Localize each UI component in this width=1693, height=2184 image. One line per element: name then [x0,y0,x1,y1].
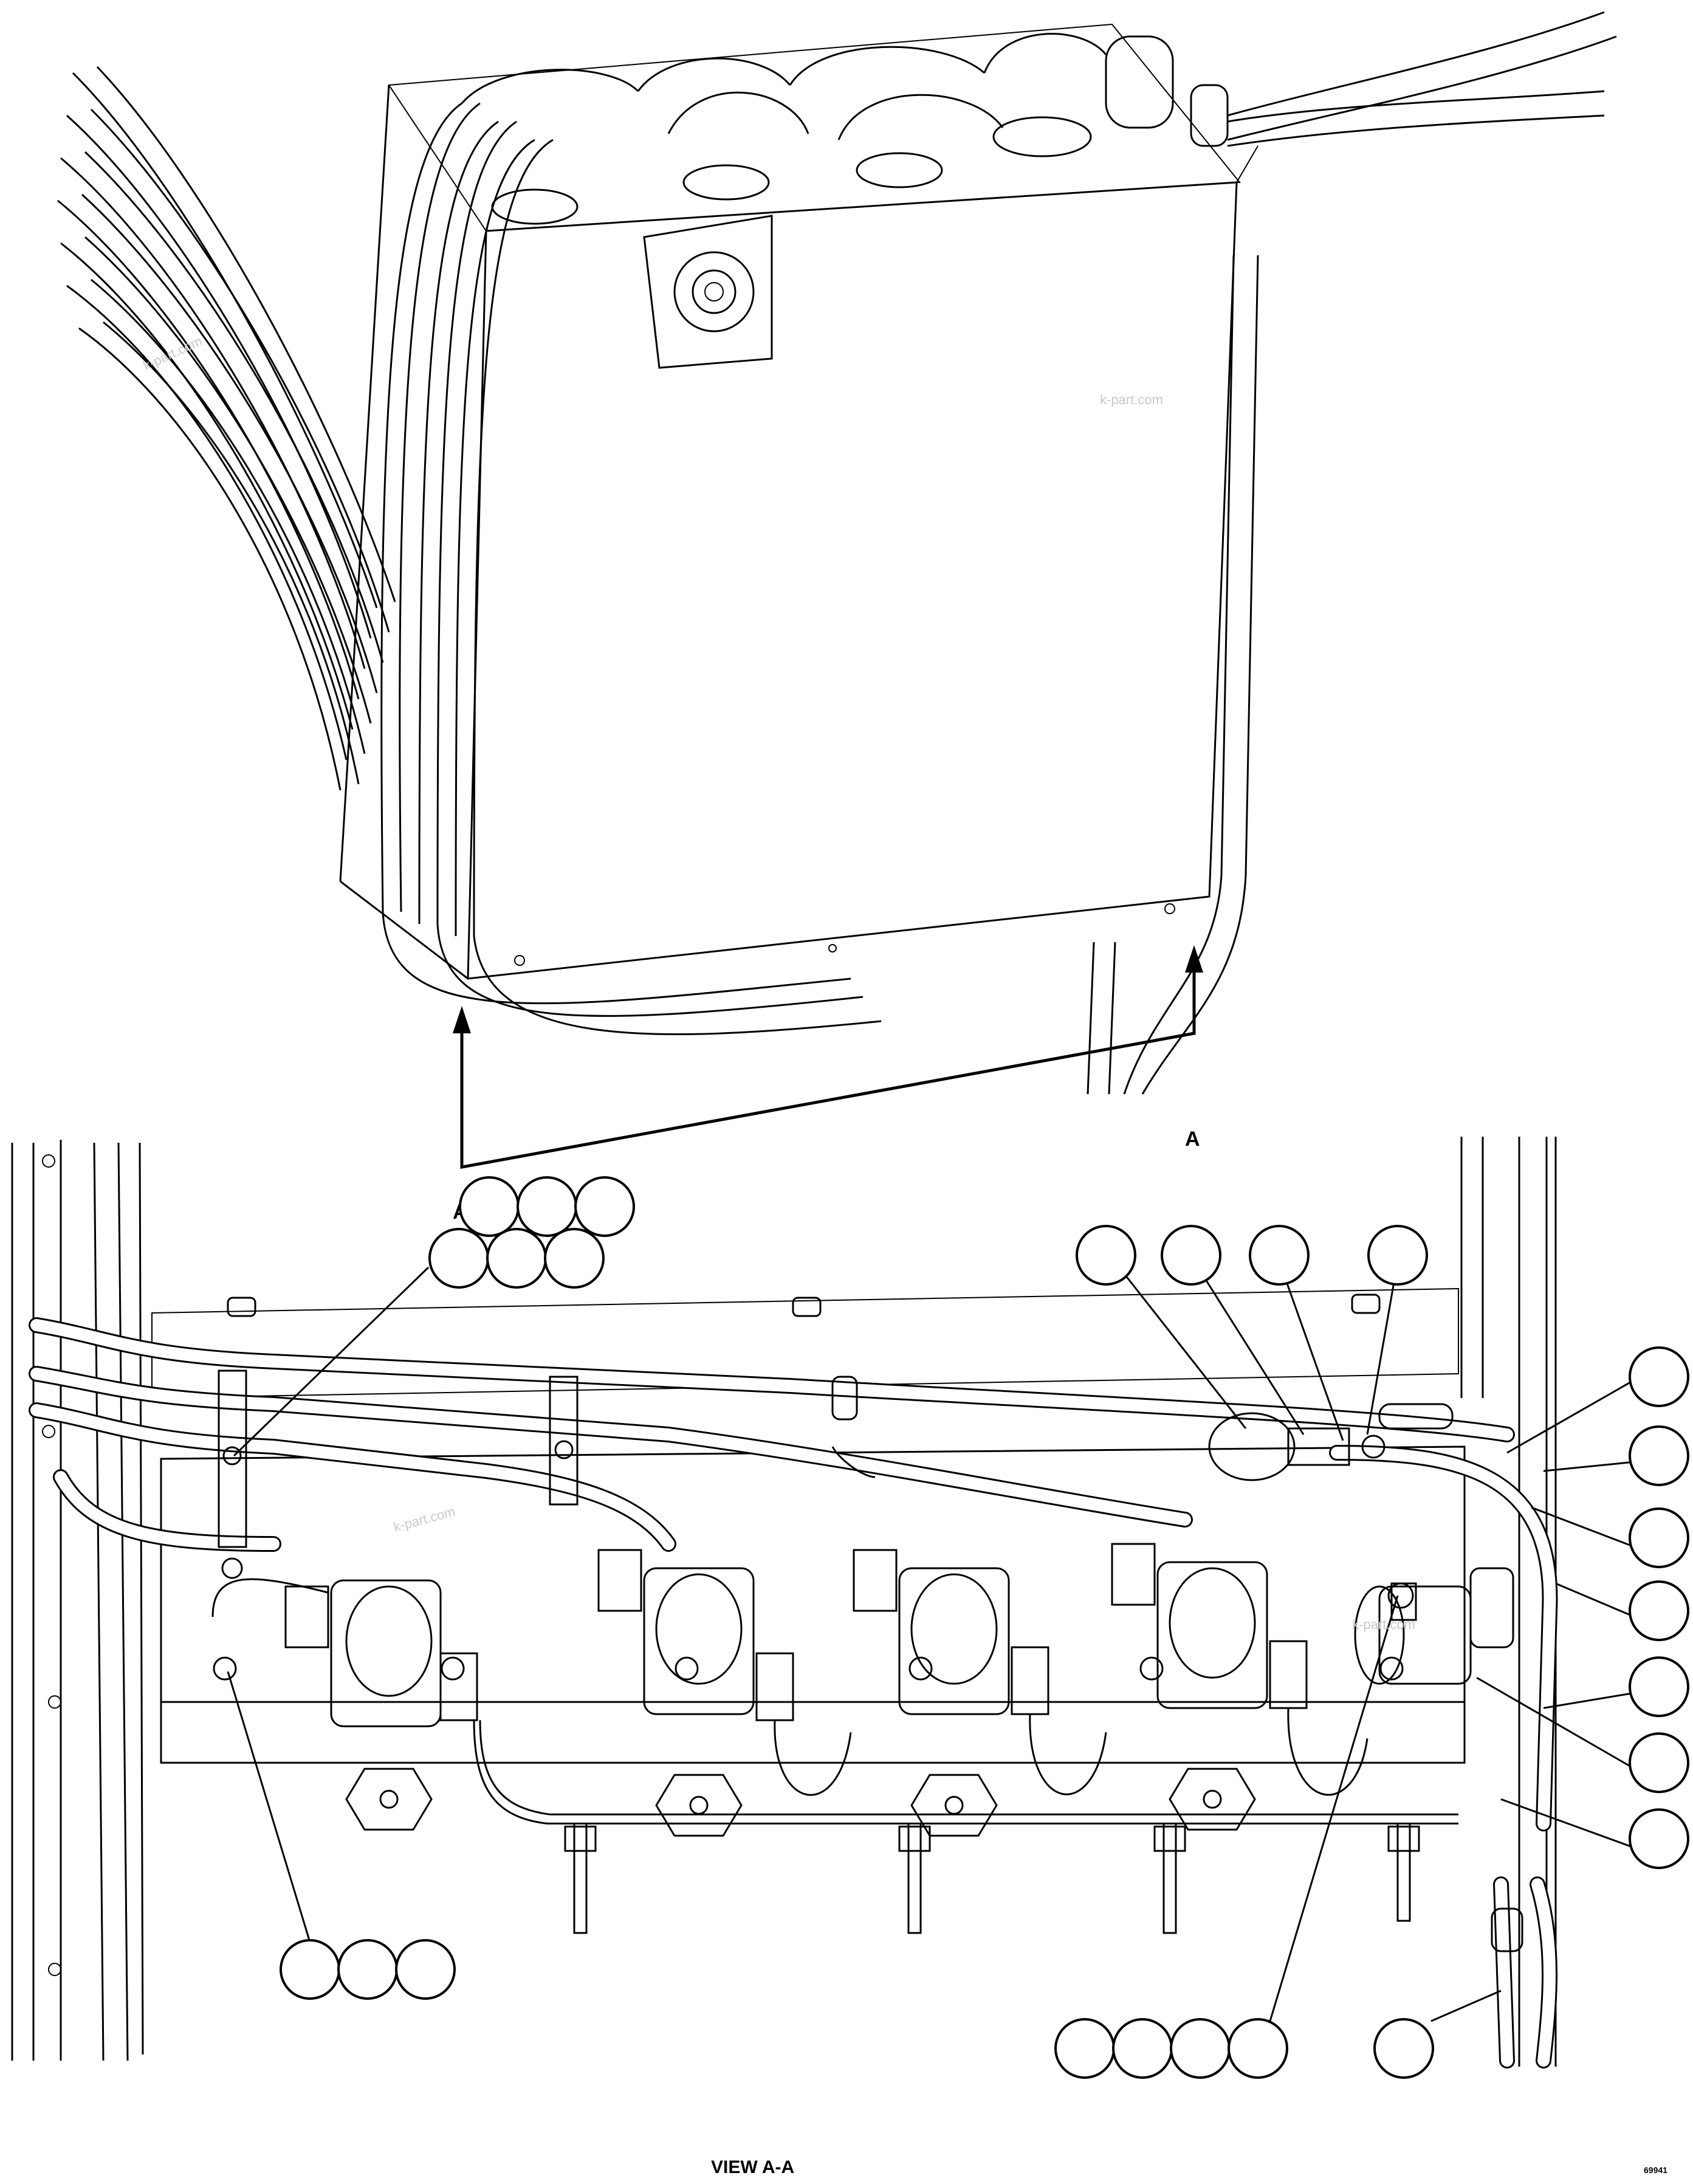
section-line-a-a: A A [453,945,1203,1224]
callout-balloon [280,1939,340,2000]
callout-balloon [1161,1225,1221,1286]
callout-balloon [486,1228,547,1289]
frame-left [11,1140,144,2061]
callout-balloon [1629,1732,1689,1793]
callout-balloon [337,1939,398,2000]
callout-balloon [1629,1580,1689,1641]
hose-bundle-left [57,66,396,791]
view-a-a: k-part.com k-part.com VIEW A-A 69941 [11,1137,1689,2177]
callout-balloon [544,1228,605,1289]
solenoid-valves [284,1543,1308,1837]
view-caption: VIEW A-A [711,2157,794,2177]
watermark: k-part.com [1352,1617,1415,1632]
callout-balloon [1249,1225,1310,1286]
callout-balloons [280,1176,1689,2079]
watermark: k-part.com [141,333,205,374]
callout-balloon [428,1228,489,1289]
callout-balloon [1228,2018,1288,2079]
top-solenoids [491,35,1229,225]
watermark: k-part.com [1100,392,1163,407]
callout-balloon [1629,1346,1689,1407]
callout-balloon [1367,1225,1428,1286]
hose-right-side [1087,255,1259,1095]
callout-balloon [1629,1808,1689,1869]
hose-clamps [218,1369,876,1579]
back-plate [151,1287,1466,1764]
right-side-components [1208,1403,1514,1685]
callout-balloon [1373,2018,1434,2079]
hoses-left-side [380,102,882,1035]
callout-balloon [1170,2018,1231,2079]
main-hoses [29,1317,1558,1831]
watermark: k-part.com [392,1504,457,1535]
callout-balloon [517,1176,577,1237]
callout-balloon [574,1176,635,1237]
callout-balloon [1112,2018,1173,2079]
callout-balloon [1629,1425,1689,1486]
hoses-top [461,11,1617,147]
callout-balloon [1629,1656,1689,1717]
top-isometric-view: A A k-part.com k-part.com [57,11,1617,1224]
callout-balloon [395,1939,456,2000]
section-marker-right: A [1185,1128,1200,1151]
small-hoses [211,1578,1557,2069]
callout-balloon [459,1176,520,1237]
callout-balloon [1629,1507,1689,1568]
callout-balloon [1054,2018,1115,2079]
drawing-code: 69941 [1644,2165,1667,2175]
leader-lines [227,1258,1635,2022]
callout-balloon [1076,1225,1136,1286]
